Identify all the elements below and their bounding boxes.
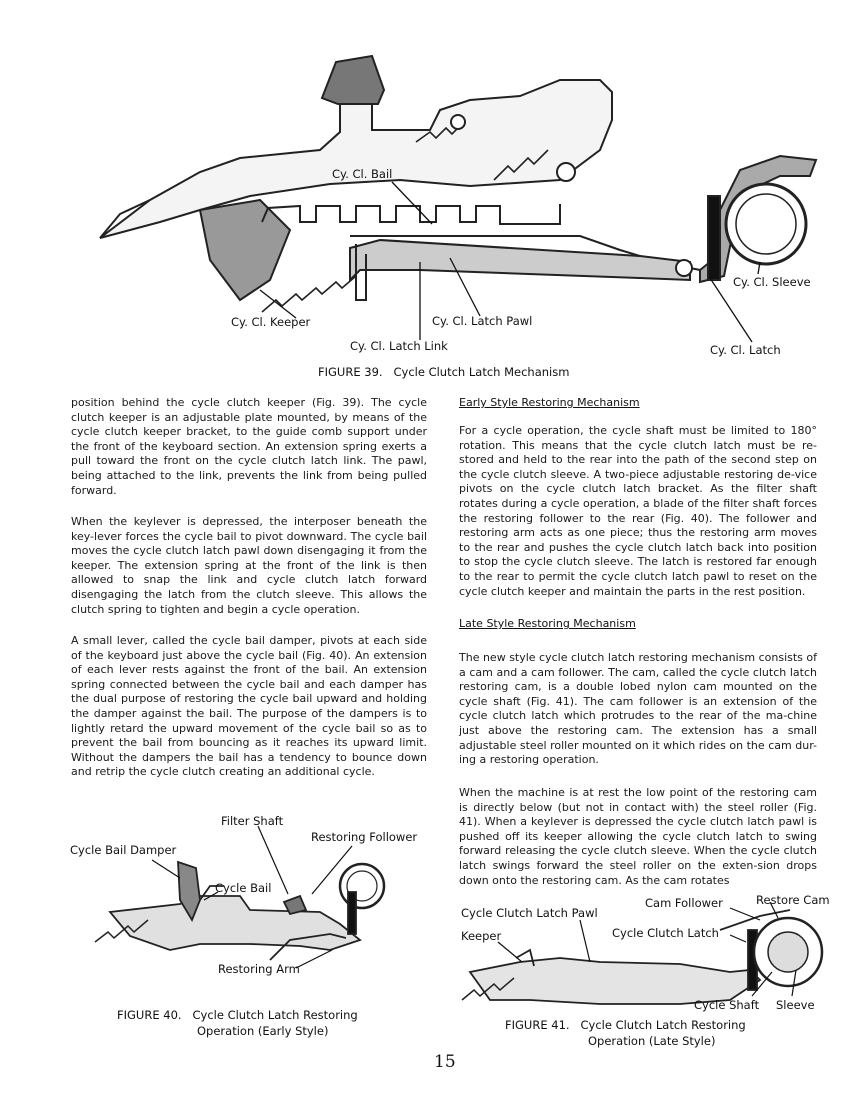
fig40-label-restoring-follower: Restoring Follower <box>311 830 418 844</box>
figure-41-caption-line1: FIGURE 41. Cycle Clutch Latch Restoring <box>505 1018 746 1032</box>
fig41-label-latch: Cycle Clutch Latch <box>612 926 719 940</box>
fig39-label-latch-pawl: Cy. Cl. Latch Pawl <box>432 314 533 328</box>
fig40-label-damper: Cycle Bail Damper <box>70 843 177 857</box>
right-paragraph-3: When the machine is at rest the low poin… <box>459 786 817 887</box>
fig39-label-sleeve: Cy. Cl. Sleeve <box>733 275 811 289</box>
figure-40-caption-line2: Operation (Early Style) <box>197 1024 329 1038</box>
heading-early-style: Early Style Restoring Mechanism <box>459 396 640 409</box>
heading-late-style: Late Style Restoring Mechanism <box>459 617 636 630</box>
fig41-label-keeper: Keeper <box>461 929 502 943</box>
fig41-label-shaft: Cycle Shaft <box>694 998 760 1012</box>
left-paragraph-1: position behind the cycle clutch keeper … <box>71 396 427 497</box>
figure-39-drawing <box>99 54 818 343</box>
left-paragraph-3: A small lever, called the cycle bail dam… <box>71 634 427 779</box>
fig41-label-latch-pawl: Cycle Clutch Latch Pawl <box>461 906 598 920</box>
fig41-label-sleeve: Sleeve <box>776 998 815 1012</box>
fig40-label-restoring-arm: Restoring Arm <box>218 962 300 976</box>
right-paragraph-2: The new style cycle clutch latch restori… <box>459 651 817 767</box>
fig39-label-bail: Cy. Cl. Bail <box>332 167 393 181</box>
fig40-label-filter-shaft: Filter Shaft <box>221 814 284 828</box>
figure-41-caption-line2: Operation (Late Style) <box>588 1034 716 1048</box>
right-paragraph-1: For a cycle operation, the cycle shaft m… <box>459 424 817 598</box>
fig40-label-bail: Cycle Bail <box>215 881 272 895</box>
fig39-label-latch: Cy. Cl. Latch <box>710 343 781 357</box>
fig41-label-restore-cam: Restore Cam <box>756 893 830 907</box>
fig41-label-cam-follower: Cam Follower <box>645 896 723 910</box>
fig39-label-keeper: Cy. Cl. Keeper <box>231 315 311 329</box>
page-number: 15 <box>434 1052 456 1072</box>
figure-40-caption-line1: FIGURE 40. Cycle Clutch Latch Restoring <box>117 1008 358 1022</box>
fig39-label-latch-link: Cy. Cl. Latch Link <box>350 339 448 353</box>
left-paragraph-2: When the keylever is depressed, the inte… <box>71 515 427 616</box>
figure-39-caption: FIGURE 39. Cycle Clutch Latch Mechanism <box>318 365 570 379</box>
